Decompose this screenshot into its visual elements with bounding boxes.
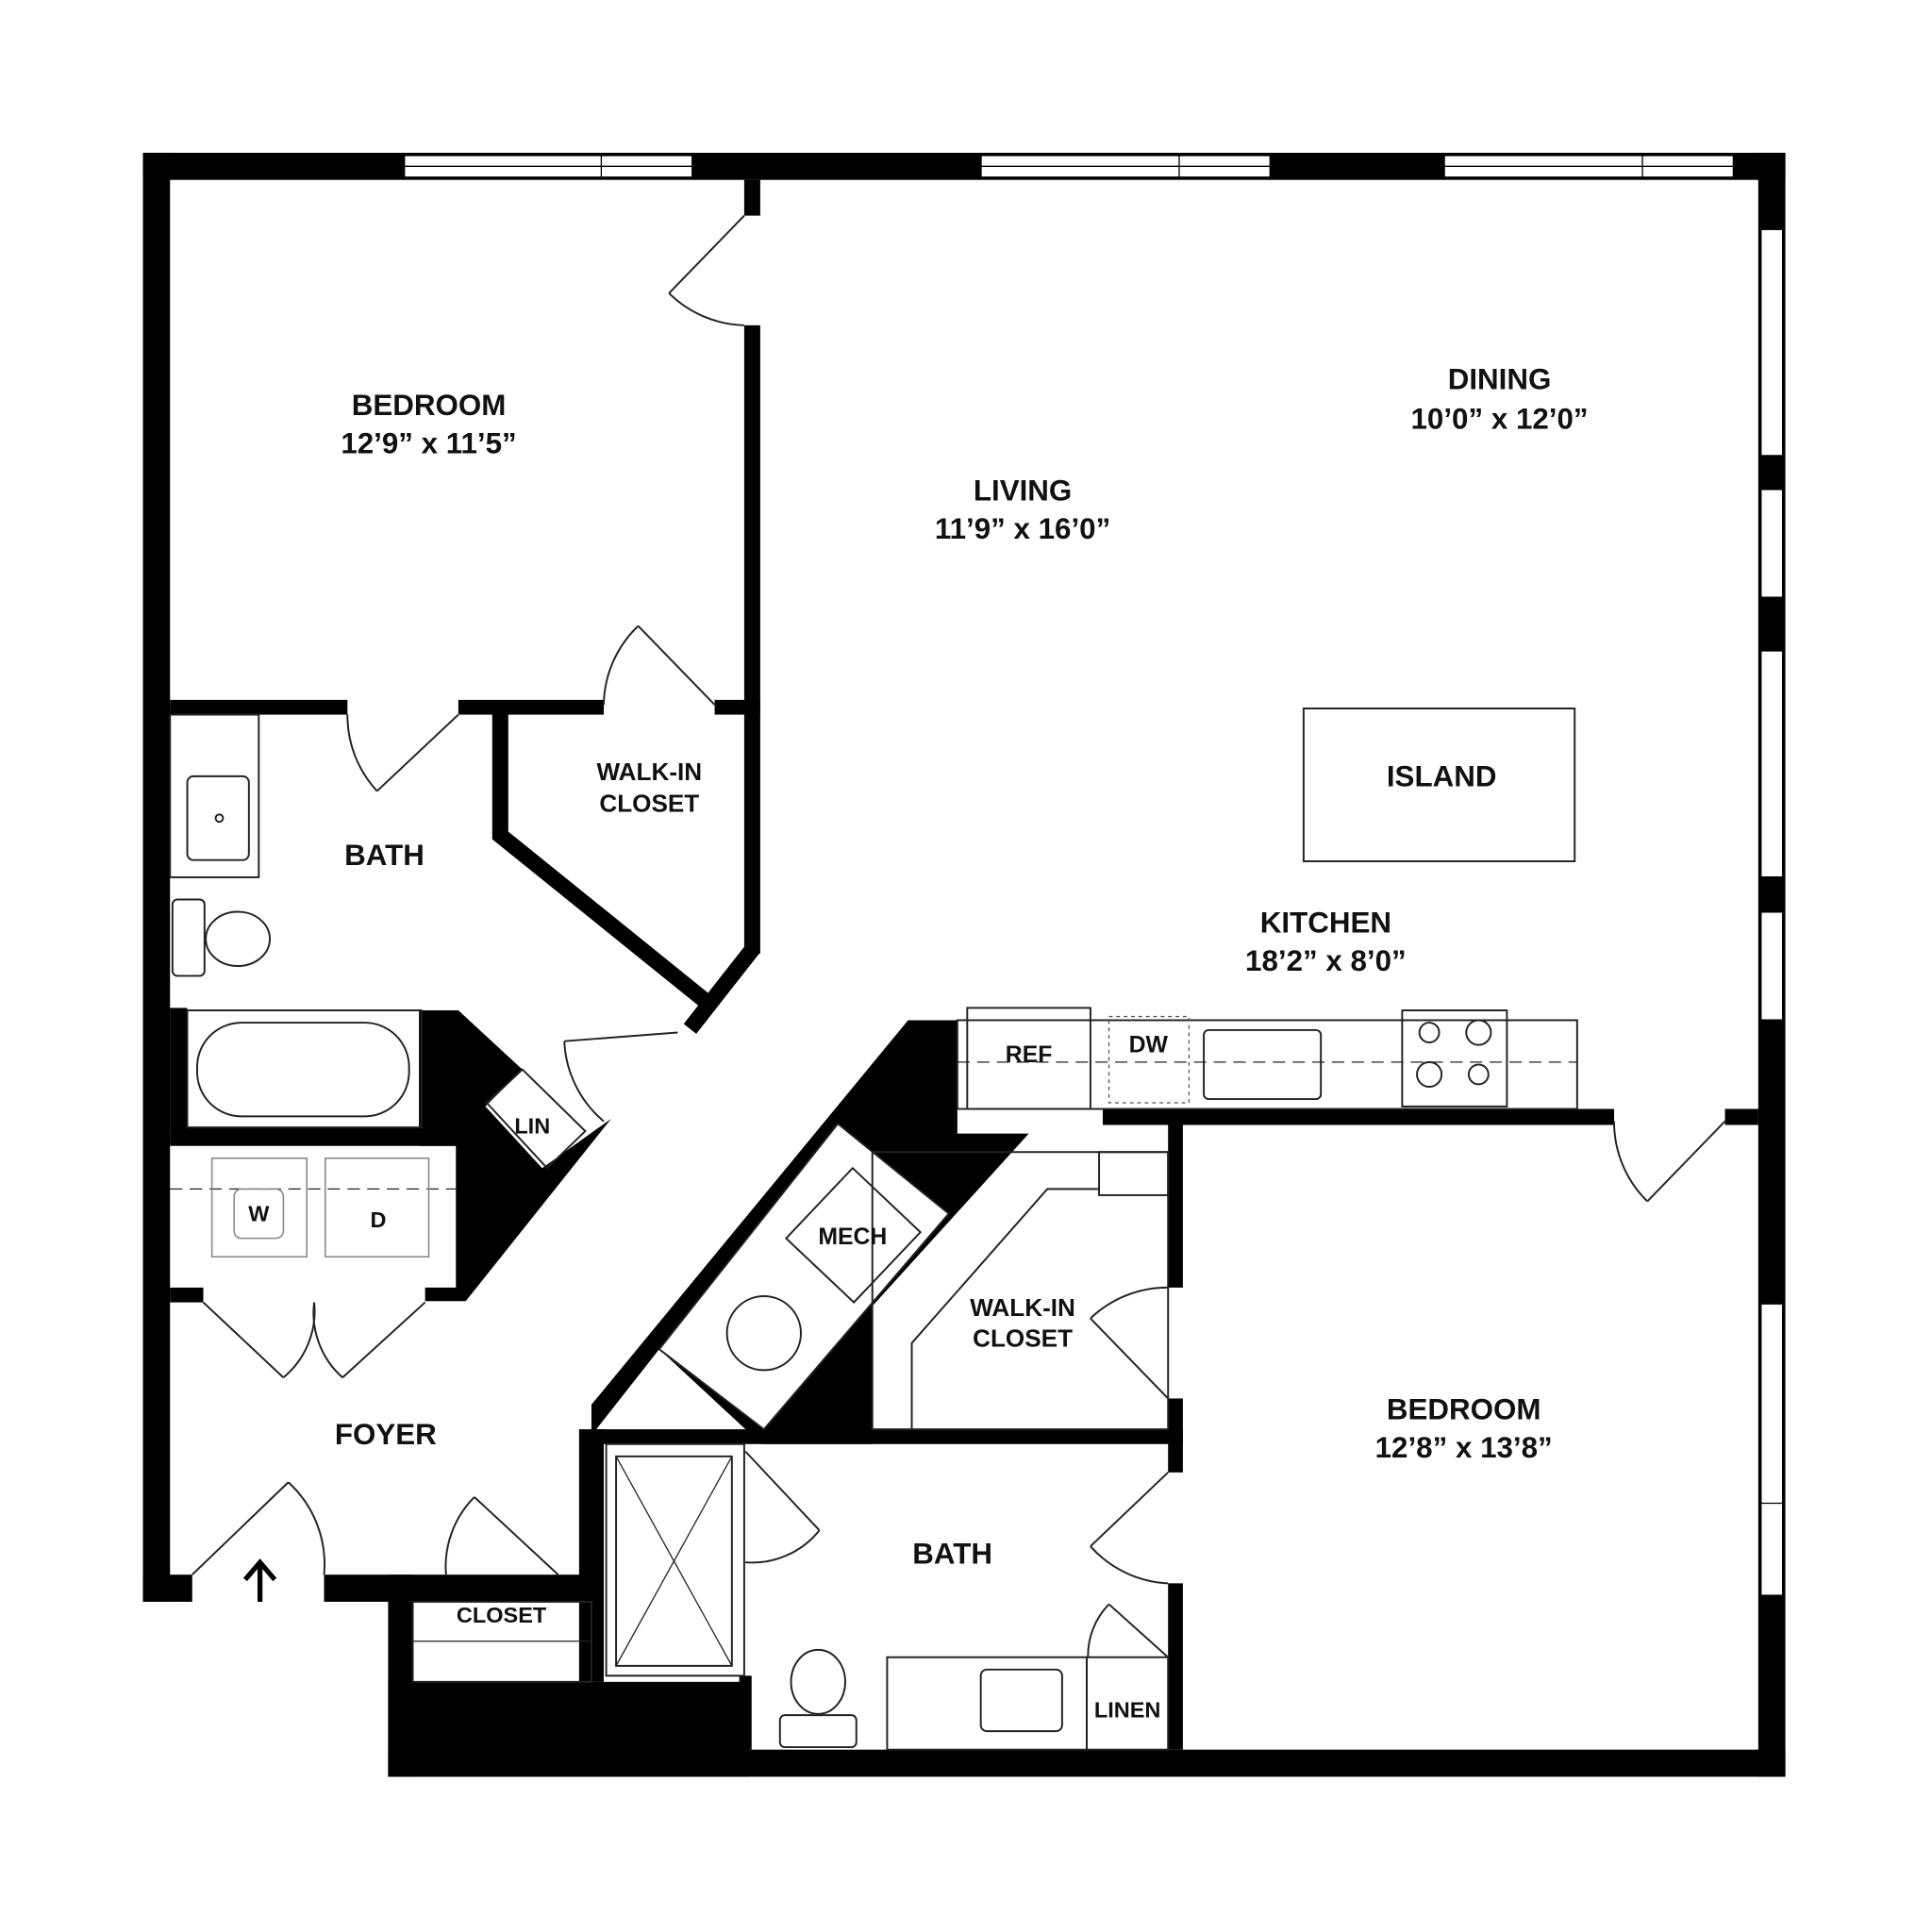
water-heater — [725, 1295, 802, 1372]
dining-name: DINING — [1448, 363, 1552, 396]
shower — [605, 1442, 745, 1677]
kitchen-name: KITCHEN — [1260, 907, 1391, 940]
toilet-1 — [205, 910, 272, 967]
walkin-2-label-2: CLOSET — [973, 1324, 1073, 1353]
foyer-label: FOYER — [335, 1418, 437, 1451]
bath-1-label: BATH — [344, 839, 425, 872]
closet-label: CLOSET — [457, 1603, 547, 1627]
fixtures — [169, 708, 1578, 1751]
toilet-2 — [790, 1648, 846, 1715]
dining-dims: 10’0” x 12’0” — [1410, 403, 1588, 436]
mech-label: MECH — [818, 1224, 887, 1250]
range — [1401, 1009, 1508, 1108]
island — [1302, 708, 1576, 862]
walkin-2-label: WALK-IN — [970, 1293, 1075, 1322]
living-dims: 11’9” x 16’0” — [935, 512, 1110, 545]
bath-2-label: BATH — [912, 1537, 992, 1570]
dryer-label: D — [370, 1208, 386, 1232]
sink-1 — [186, 774, 250, 861]
bathtub — [196, 1022, 410, 1118]
bedroom-1-dims: 12’9” x 11’5” — [341, 427, 516, 460]
kitchen-dims: 18’2” x 8’0” — [1245, 944, 1407, 977]
walkin-1-label-2: CLOSET — [599, 790, 699, 818]
toilet-tank-1 — [171, 898, 206, 977]
living-name: LIVING — [974, 474, 1072, 507]
island-label: ISLAND — [1387, 759, 1497, 792]
windows — [403, 154, 1784, 1597]
linen-label: LINEN — [1094, 1698, 1161, 1723]
bedroom-2-dims: 12’8” x 13’8” — [1375, 1431, 1553, 1464]
washer-label: W — [248, 1201, 270, 1225]
sink-2 — [979, 1668, 1063, 1733]
mech-unit — [784, 1166, 923, 1304]
dw-label: DW — [1129, 1032, 1169, 1058]
doors — [192, 214, 1726, 1658]
refrigerator — [966, 1007, 1091, 1110]
walkin-1-label: WALK-IN — [596, 758, 702, 786]
kitchen-sink — [1203, 1028, 1323, 1101]
dishwasher — [1108, 1015, 1191, 1104]
ref-label: REF — [1006, 1042, 1053, 1068]
dryer — [325, 1157, 430, 1258]
lin-label: LIN — [514, 1114, 550, 1139]
arrow-up-icon — [242, 1558, 277, 1602]
washer — [210, 1157, 308, 1258]
bedroom-1-name: BEDROOM — [352, 389, 507, 422]
room-labels: BEDROOM 12’9” x 11’5” LIVING 11’9” x 16’… — [248, 363, 1588, 1723]
bedroom-2-name: BEDROOM — [1387, 1393, 1541, 1426]
